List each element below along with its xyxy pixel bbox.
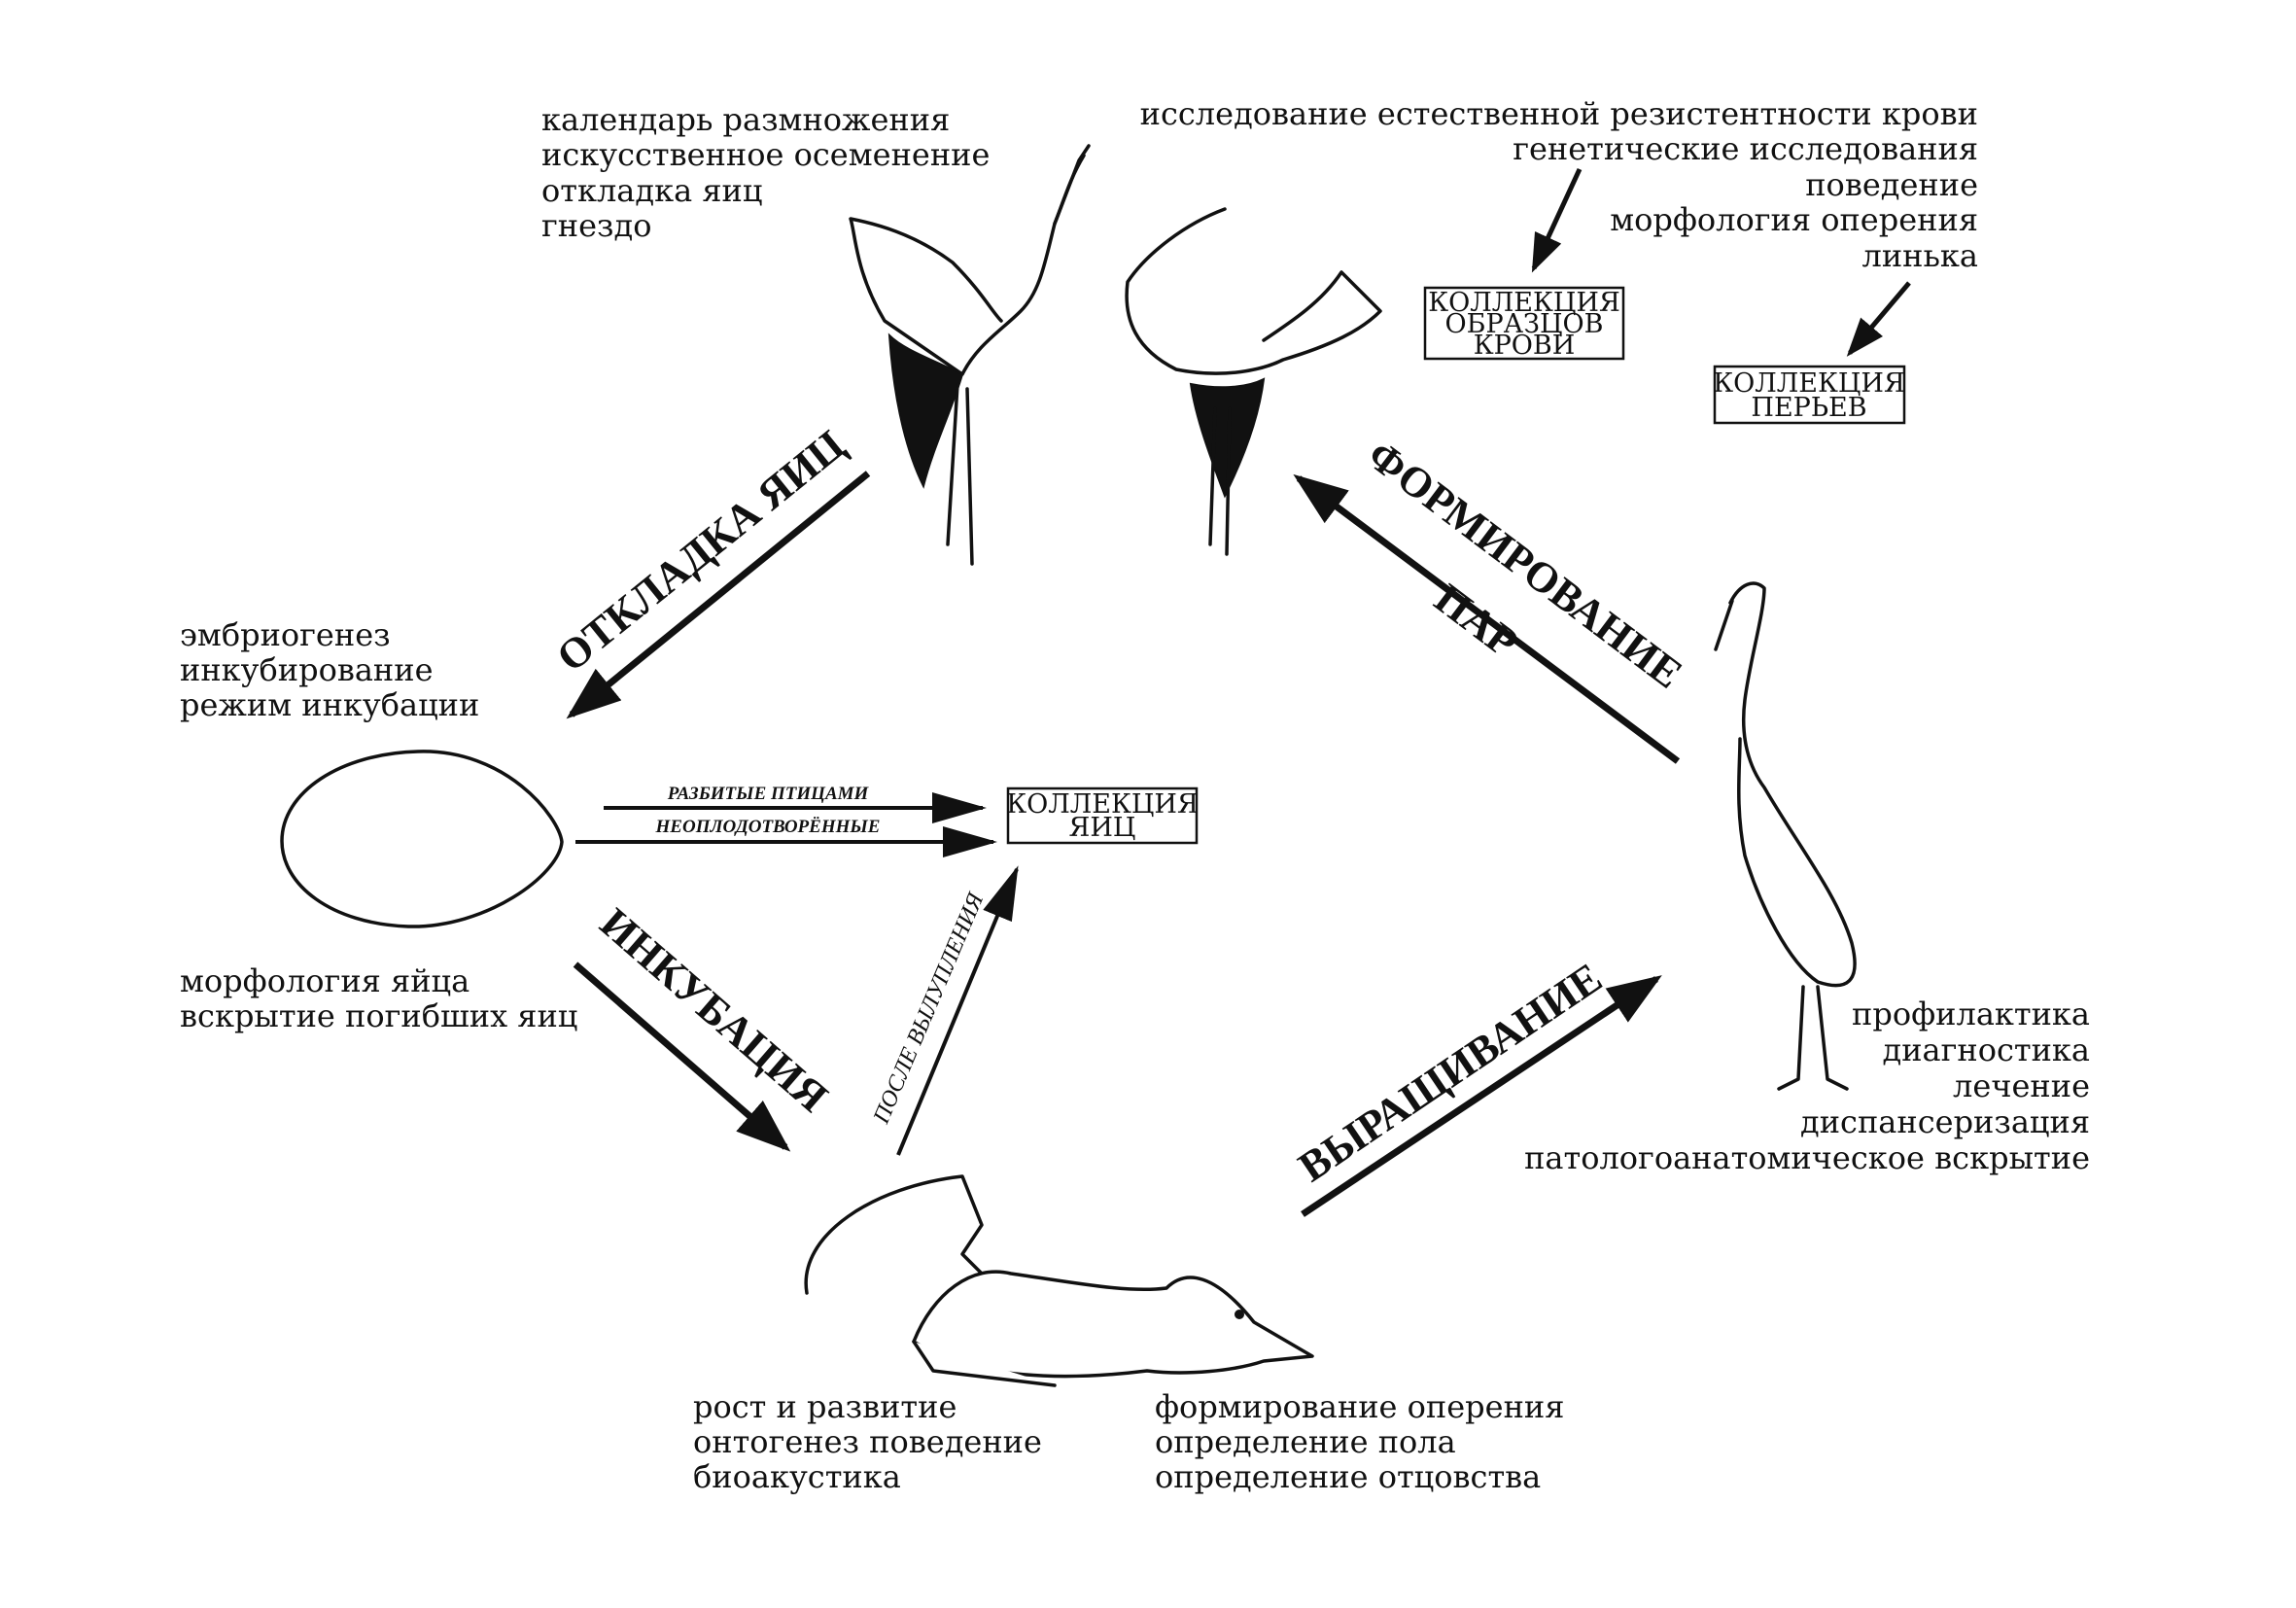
- note: определение пола: [1155, 1423, 1456, 1460]
- arrow-to-blood-collection: [1531, 167, 1583, 273]
- note: патологоанатомическое вскрытие: [1524, 1139, 2090, 1176]
- note: рост и развитие: [693, 1388, 957, 1425]
- arrow-after-hatching: [896, 865, 1019, 1156]
- standing-crane-drawing: [1714, 581, 1857, 1091]
- breeding-notes: календарь размножения искусственное осем…: [541, 101, 990, 244]
- note: онтогенез поведение: [693, 1423, 1042, 1460]
- note: вскрытие погибших яиц: [180, 997, 577, 1034]
- feather-collection-box: КОЛЛЕКЦИЯ ПЕРЬЕВ: [1713, 365, 1906, 425]
- egg-drawing: [280, 750, 564, 928]
- hatching-chick-drawing: [804, 1174, 1314, 1387]
- arrow-rearing: [1301, 975, 1662, 1217]
- note: искусственное осеменение: [541, 136, 990, 173]
- label-unfertilized: НЕОПЛОДОТВОРЁННЫЕ: [655, 817, 881, 837]
- note: определение отцовства: [1155, 1458, 1541, 1495]
- note: формирование оперения: [1155, 1388, 1564, 1425]
- note: лечение: [1953, 1067, 2090, 1104]
- arrow-incubation: [573, 961, 791, 1152]
- box-line: ПЕРЬЕВ: [1751, 393, 1866, 423]
- arrow-pair-forming: [1293, 473, 1681, 764]
- egg-collection-box: КОЛЛЕКЦИЯ ЯИЦ: [1006, 787, 1199, 845]
- label-broken-by-birds: РАЗБИТЫЕ ПТИЦАМИ: [667, 784, 870, 804]
- arrow-egg-laying: [566, 471, 871, 719]
- box-line: ЯИЦ: [1069, 813, 1136, 843]
- label-after-hatching: ПОСЛЕ ВЫЛУПЛЕНИЯ: [868, 889, 989, 1129]
- note: исследование естественной резистентности…: [1140, 95, 1978, 132]
- dancing-crane-left-drawing: [849, 144, 1091, 566]
- label-egg-laying: ОТКЛАДКА ЯИЦ: [548, 421, 854, 682]
- note: биоакустика: [693, 1458, 901, 1495]
- blood-collection-box: КОЛЛЕКЦИЯ ОБРАЗЦОВ КРОВИ: [1423, 286, 1625, 361]
- arrow-to-feather-collection: [1846, 281, 1911, 357]
- box-line: КОЛЛЕКЦИЯ: [1006, 789, 1199, 820]
- note: поведение: [1805, 166, 1978, 203]
- note: линька: [1862, 237, 1978, 274]
- note: календарь размножения: [541, 101, 950, 138]
- note: режим инкубации: [180, 686, 479, 723]
- chick-notes-left: рост и развитие онтогенез поведение биоа…: [693, 1388, 1042, 1495]
- note: диагностика: [1883, 1031, 2091, 1068]
- egg-notes-top: эмбриогенез инкубирование режим инкубаци…: [180, 616, 479, 723]
- dancing-crane-right-drawing: [1125, 207, 1382, 556]
- note: диспансеризация: [1800, 1103, 2090, 1140]
- note: гнездо: [541, 207, 651, 244]
- box-line: КОЛЛЕКЦИЯ: [1713, 368, 1905, 399]
- box-line: КОЛЛЕКЦИЯ: [1428, 288, 1620, 318]
- chick-notes-right: формирование оперения определение пола о…: [1155, 1388, 1564, 1495]
- adult-health-notes: профилактика диагностика лечение диспанс…: [1524, 996, 2090, 1176]
- note: инкубирование: [180, 651, 434, 688]
- research-notes: исследование естественной резистентности…: [1140, 95, 1978, 274]
- note: эмбриогенез: [180, 616, 391, 653]
- box-line: КРОВИ: [1474, 331, 1576, 361]
- note: генетические исследования: [1513, 130, 1978, 167]
- note: профилактика: [1852, 996, 2090, 1032]
- egg-notes-bottom: морфология яйца вскрытие погибших яиц: [180, 962, 577, 1034]
- note: откладка яиц: [541, 172, 762, 209]
- note: морфология яйца: [180, 962, 470, 999]
- note: морфология оперения: [1610, 201, 1978, 238]
- box-line: ОБРАЗЦОВ: [1445, 309, 1604, 339]
